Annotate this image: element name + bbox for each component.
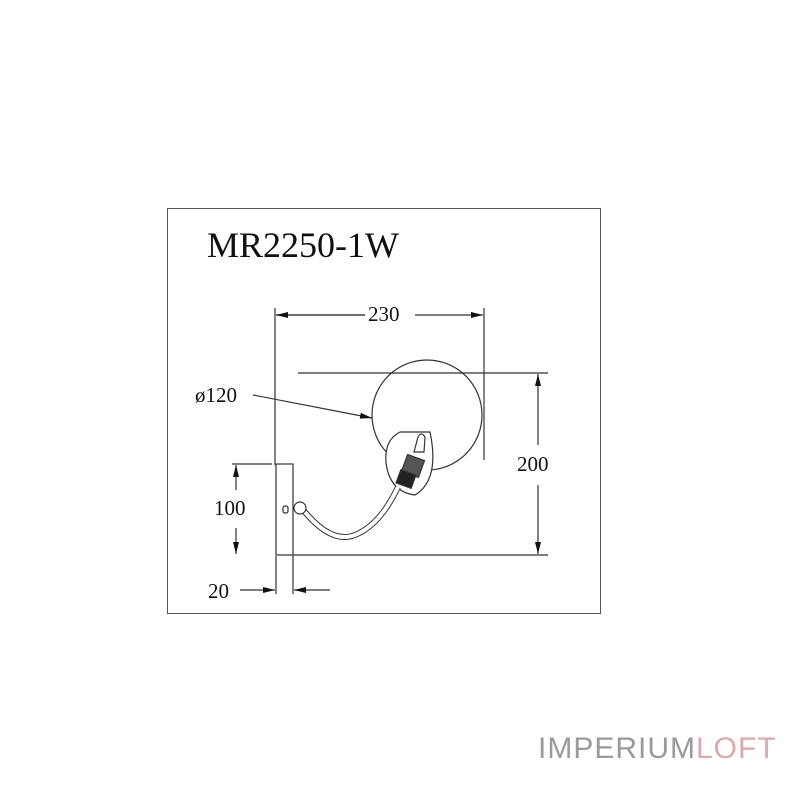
- dimension-base-depth: 20: [208, 579, 229, 603]
- dimension-diameter: ø120: [195, 383, 237, 407]
- drawing-frame: [167, 208, 601, 614]
- brand-logo: IMPERIUMLOFT: [538, 732, 777, 766]
- model-title: MR2250-1W: [207, 225, 399, 265]
- brand-logo-part1: IMPERIUM: [538, 732, 696, 765]
- dimension-height: 200: [517, 452, 549, 476]
- brand-logo-part2: LOFT: [696, 732, 777, 765]
- dimension-base-height: 100: [214, 496, 246, 520]
- dimension-width: 230: [368, 302, 400, 326]
